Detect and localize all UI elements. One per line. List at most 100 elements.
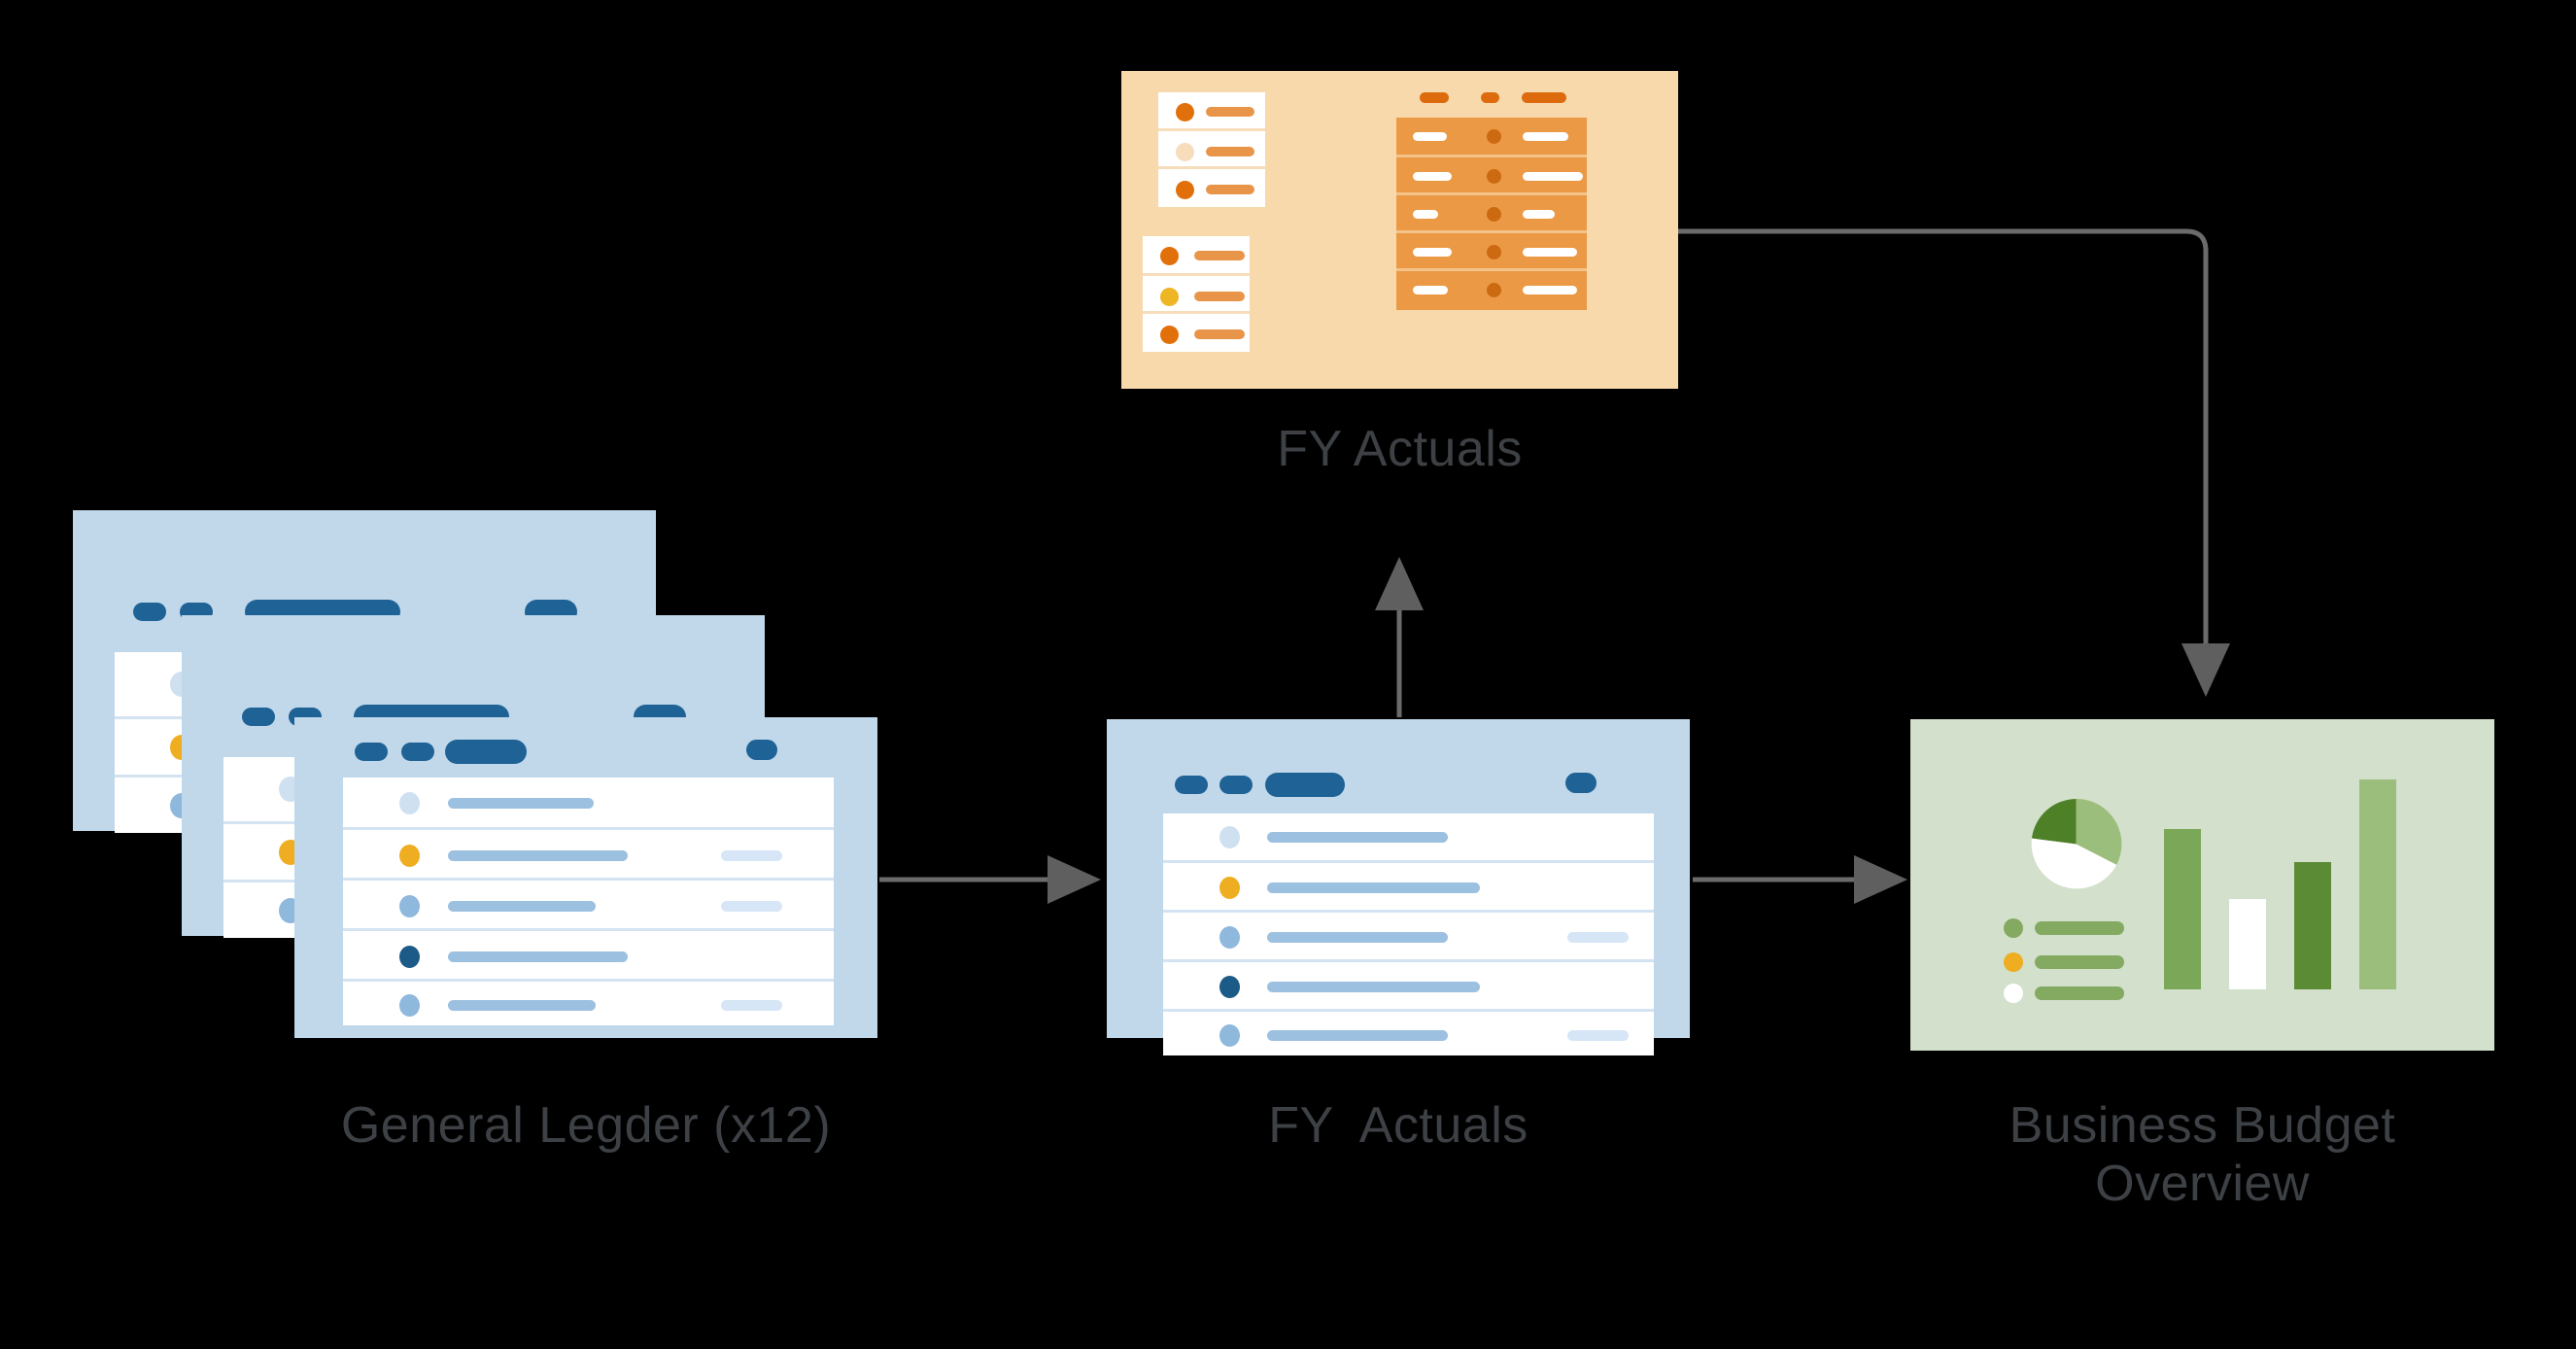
row-value-line [721,850,782,861]
table-row[interactable] [343,778,834,827]
table-row[interactable] [343,928,834,979]
action-pill [746,740,777,760]
table-row[interactable] [1163,910,1654,959]
row-cell-line [1413,132,1447,141]
row-status-dot [399,895,420,917]
business-budget-overview-card[interactable] [1910,719,2494,1051]
legend-dot [2004,984,2023,1003]
table-column-header [1481,92,1499,103]
chart-bar[interactable] [2359,779,2396,989]
row-cell-line [1523,210,1555,219]
chart-bar[interactable] [2164,829,2201,989]
row-status-dot [399,845,420,867]
legend-dot [2004,952,2023,972]
row-status-dot [1219,1024,1240,1047]
consolidated-table-row[interactable] [1396,192,1587,233]
table-row[interactable] [1163,813,1654,860]
record-text-bar [1194,329,1245,339]
row-text-line [448,850,628,861]
general-ledger-card-front[interactable] [294,717,877,1038]
title-pill [1265,773,1345,797]
chart-bar[interactable] [2294,862,2331,989]
row-cell-dot [1487,283,1501,297]
row-text-line [448,798,594,809]
source-record-card[interactable] [1143,236,1250,273]
fy-actuals-card[interactable] [1107,719,1690,1055]
row-cell-line [1523,286,1577,294]
fy-actuals-consolidated-label: FY Actuals [1277,421,1523,477]
row-text-line [448,1000,596,1011]
row-text-line [1267,882,1480,893]
row-cell-line [1413,172,1452,181]
table-row[interactable] [343,827,834,878]
window-dot [242,708,275,726]
row-text-line [1267,932,1448,943]
record-status-dot [1160,326,1179,344]
business-budget-overview-label: Business Budget Overview [2009,1097,2396,1213]
record-status-dot [1160,288,1179,306]
ledger-rows [343,778,834,1025]
row-cell-dot [1487,169,1501,184]
edge-consolidated-to-overview [1678,228,2230,697]
row-status-dot [1219,877,1240,899]
source-record-card[interactable] [1143,311,1250,352]
row-value-line [1567,932,1629,943]
record-text-bar [1206,107,1254,117]
row-status-dot [1219,976,1240,998]
table-row[interactable] [1163,1009,1654,1055]
row-value-line [1567,1030,1629,1041]
title-pill [445,740,527,764]
row-text-line [1267,1030,1448,1041]
consolidated-table-row[interactable] [1396,118,1587,155]
record-status-dot [1160,247,1179,265]
legend-line [2035,921,2124,935]
record-status-dot [1176,143,1194,161]
window-dot [355,743,388,761]
source-record-card[interactable] [1158,128,1265,169]
window-dot [1175,776,1208,794]
row-cell-line [1413,286,1448,294]
row-status-dot [399,946,420,968]
row-cell-dot [1487,245,1501,259]
fy-actuals-consolidated-card[interactable] [1121,71,1678,389]
general-ledger-label: General Legder (x12) [340,1097,832,1154]
window-dot [133,603,166,621]
legend-line [2035,986,2124,1000]
consolidated-table-row[interactable] [1396,268,1587,310]
row-text-line [1267,832,1448,843]
row-text-line [1267,982,1480,992]
row-cell-line [1523,248,1577,257]
table-row[interactable] [1163,860,1654,910]
chart-bar[interactable] [2229,899,2266,989]
source-record-card[interactable] [1158,166,1265,207]
row-status-dot [399,994,420,1017]
row-cell-dot [1487,207,1501,222]
row-status-dot [399,792,420,814]
consolidated-table-row[interactable] [1396,230,1587,271]
row-cell-line [1413,210,1438,219]
table-row[interactable] [343,878,834,928]
row-value-line [721,1000,782,1011]
source-record-card[interactable] [1158,92,1265,128]
row-status-dot [1219,926,1240,949]
row-status-dot [1219,826,1240,848]
pie-chart[interactable] [2029,797,2123,891]
record-text-bar [1194,251,1245,260]
row-value-line [721,901,782,912]
legend-line [2035,955,2124,969]
fy-actuals-label: FY Actuals [1268,1097,1528,1154]
consolidated-table-row[interactable] [1396,155,1587,195]
source-record-card[interactable] [1143,273,1250,314]
table-row[interactable] [1163,959,1654,1009]
legend-dot [2004,918,2023,938]
table-row[interactable] [343,979,834,1025]
table-column-header [1420,92,1449,103]
action-pill [1565,773,1597,793]
record-status-dot [1176,103,1194,121]
record-text-bar [1206,147,1254,156]
table-column-header [1522,92,1566,103]
window-dot [1219,776,1253,794]
fy-actuals-rows [1163,813,1654,1055]
window-dot [401,743,434,761]
